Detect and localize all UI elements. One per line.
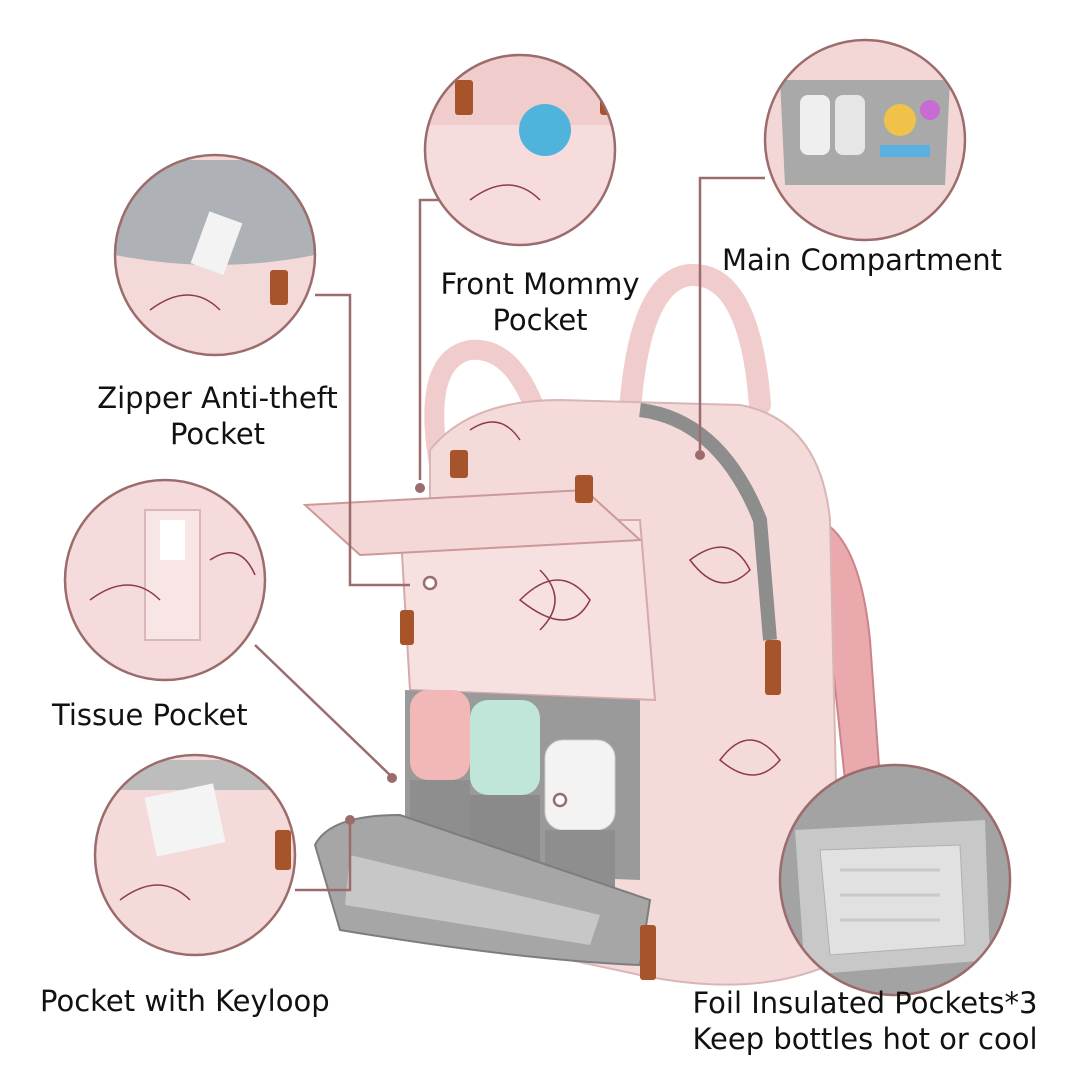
label-main-compartment: Main Compartment <box>722 242 1002 278</box>
label-foil-insulated: Foil Insulated Pockets*3 Keep bottles ho… <box>680 985 1050 1057</box>
label-tissue-pocket: Tissue Pocket <box>52 697 248 733</box>
foil-pocket-closeup <box>780 765 1010 995</box>
backpack-illustration <box>302 264 882 986</box>
main-compartment-closeup <box>765 40 965 240</box>
front-mommy-pocket-line2: Pocket <box>492 303 588 337</box>
foil-insulated-line1: Foil Insulated Pockets*3 <box>692 986 1038 1020</box>
main-compartment-text: Main Compartment <box>722 243 1003 277</box>
callout-end-rings <box>422 575 568 808</box>
label-zipper-anti-theft: Zipper Anti-theft Pocket <box>90 380 345 452</box>
zipper-pocket-closeup <box>115 155 315 355</box>
pocket-with-keyloop-text: Pocket with Keyloop <box>40 984 330 1018</box>
label-pocket-with-keyloop: Pocket with Keyloop <box>40 983 330 1019</box>
label-front-mommy-pocket: Front Mommy Pocket <box>430 266 650 338</box>
tissue-pocket-text: Tissue Pocket <box>52 698 248 732</box>
foil-insulated-line2: Keep bottles hot or cool <box>692 1022 1038 1056</box>
zipper-anti-theft-line1: Zipper Anti-theft <box>97 381 338 415</box>
zipper-anti-theft-line2: Pocket <box>169 417 266 451</box>
front-pocket-closeup <box>425 55 615 245</box>
front-mommy-pocket-line1: Front Mommy <box>440 267 640 301</box>
tissue-pocket-closeup <box>65 480 265 680</box>
callout-lines <box>254 176 765 892</box>
